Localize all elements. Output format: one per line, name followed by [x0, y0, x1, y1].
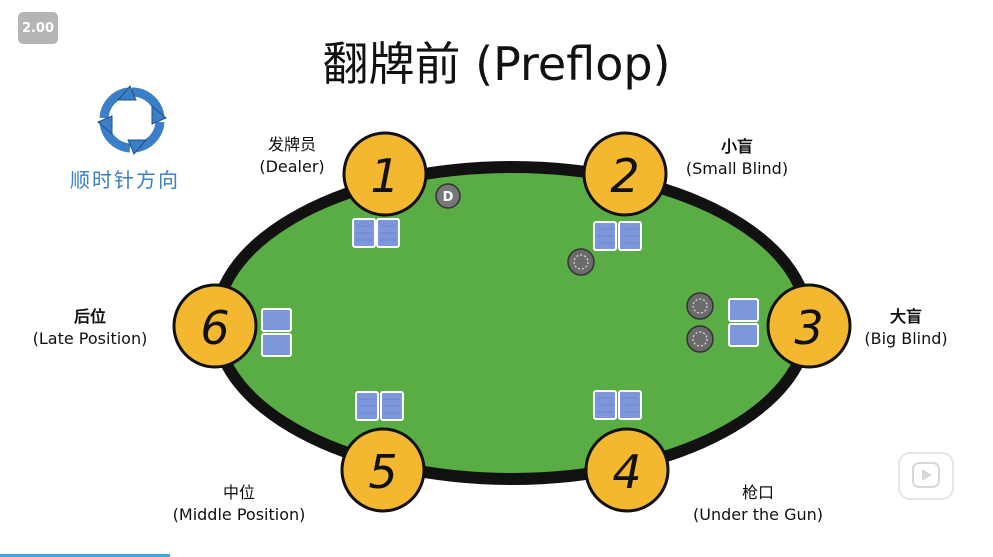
chip-small-blind [567, 248, 595, 276]
clockwise-direction-label: 顺时针方向 [70, 168, 180, 192]
seats: 1 2 3 4 5 6 [172, 131, 852, 513]
cards-seat-3 [728, 298, 759, 347]
video-progress-bar[interactable] [0, 554, 170, 557]
svg-text:6: 6 [200, 301, 229, 355]
label-late-position-en: (Late Position) [32, 329, 148, 348]
table-felt [222, 173, 802, 473]
label-big-blind-zh: 大盲 [889, 307, 922, 326]
chip-big-blind-1 [686, 292, 714, 320]
dealer-button: D [435, 183, 461, 209]
label-middle-position-zh: 中位 [222, 483, 255, 502]
cards-seat-6 [261, 308, 292, 357]
svg-text:2: 2 [610, 149, 639, 203]
play-icon [912, 462, 940, 488]
seat-1: 1 [342, 131, 428, 217]
label-under-the-gun-zh: 枪口 [741, 483, 774, 502]
seat-5: 5 [340, 427, 426, 513]
chip-big-blind-2 [686, 325, 714, 353]
seat-2: 2 [582, 131, 668, 217]
svg-text:3: 3 [794, 301, 823, 355]
label-small-blind-en: (Small Blind) [685, 159, 789, 178]
label-late-position: 后位 (Late Position) [20, 306, 160, 350]
svg-text:D: D [443, 190, 454, 205]
blind-chips [567, 248, 714, 353]
label-middle-position-en: (Middle Position) [172, 505, 306, 524]
label-big-blind: 大盲 (Big Blind) [856, 306, 956, 350]
label-late-position-zh: 后位 [73, 307, 106, 326]
label-small-blind-zh: 小盲 [720, 137, 753, 156]
label-middle-position: 中位 (Middle Position) [164, 482, 314, 526]
label-under-the-gun: 枪口 (Under the Gun) [690, 482, 826, 526]
svg-text:1: 1 [370, 149, 399, 203]
label-big-blind-en: (Big Blind) [864, 329, 948, 348]
playback-speed-badge[interactable]: 2.00 [18, 12, 58, 44]
label-under-the-gun-en: (Under the Gun) [692, 505, 824, 524]
label-small-blind: 小盲 (Small Blind) [672, 136, 802, 180]
svg-text:5: 5 [368, 445, 397, 499]
label-dealer: 发牌员 (Dealer) [242, 134, 342, 178]
seat-6: 6 [172, 283, 258, 369]
play-button[interactable] [898, 452, 954, 500]
seat-4: 4 [584, 427, 670, 513]
label-dealer-zh: 发牌员 [267, 135, 316, 154]
svg-text:4: 4 [612, 445, 641, 499]
slide-title: 翻牌前 (Preflop) [322, 37, 671, 91]
seat-3: 3 [766, 283, 852, 369]
clockwise-arrows-icon [97, 85, 167, 155]
label-dealer-en: (Dealer) [259, 157, 325, 176]
